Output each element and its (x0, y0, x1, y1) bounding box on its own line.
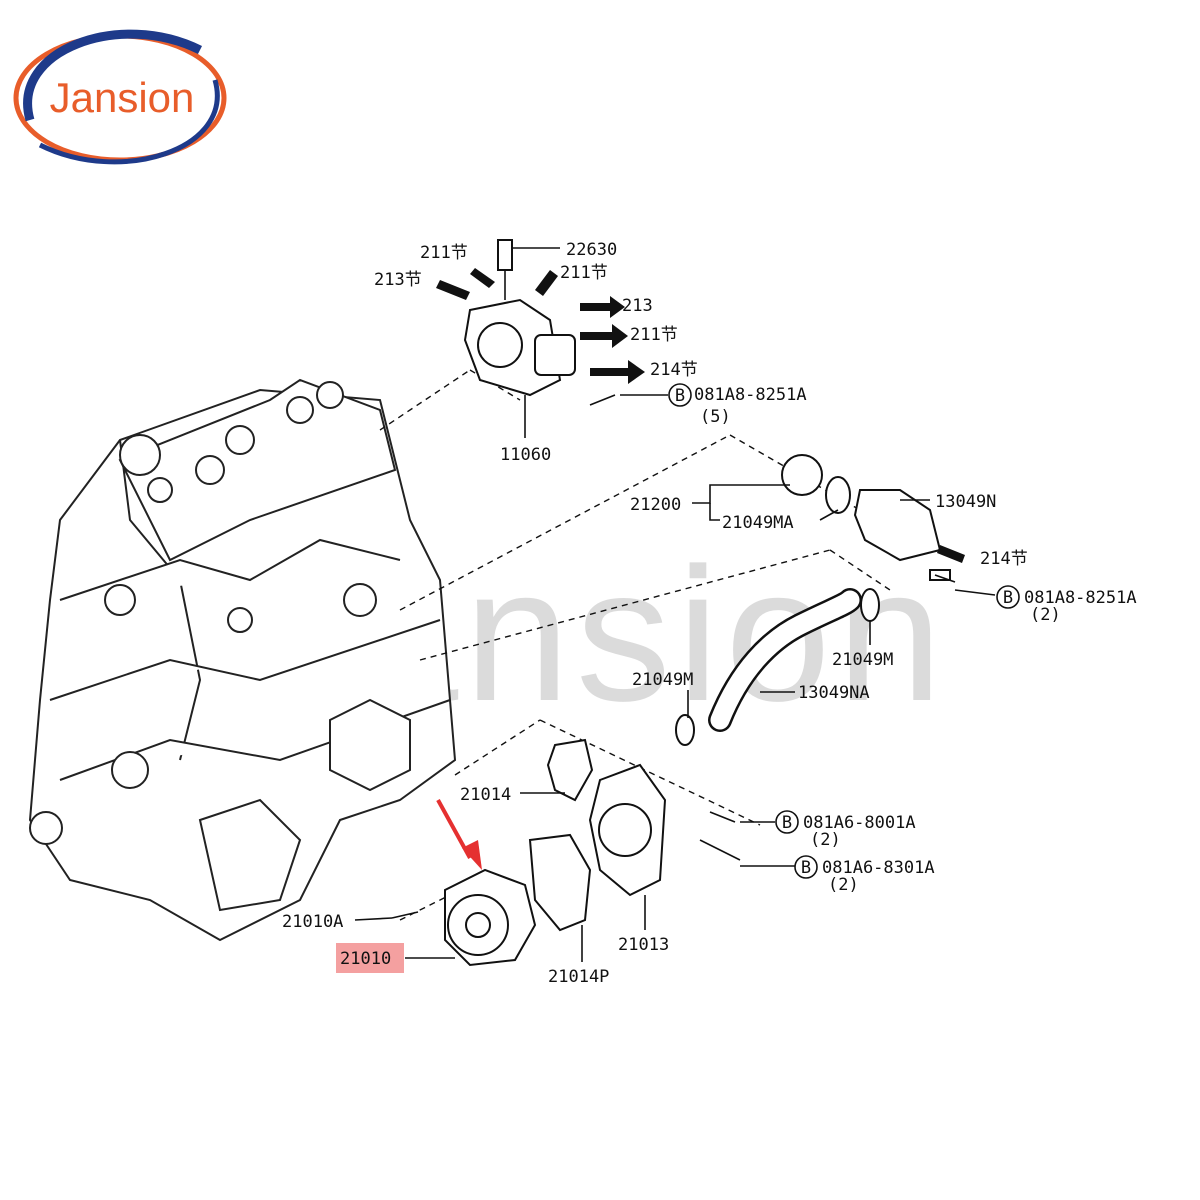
label-21010: 21010 (340, 949, 391, 969)
label-qty-2-b: (2) (810, 830, 841, 850)
pointer-arrow (436, 799, 482, 870)
bolt-symbol-2: B (1003, 588, 1013, 608)
label-21049MA: 21049MA (722, 513, 794, 533)
gasket-21014 (546, 738, 594, 802)
water-pump (444, 868, 537, 967)
callout-leaders (354, 247, 996, 962)
bolts (391, 394, 956, 919)
label-214-b: 214节 (980, 549, 1028, 569)
label-21049M-b: 21049M (632, 670, 693, 690)
highlight-21010 (336, 943, 404, 973)
logo-text: Jansion (50, 74, 195, 121)
label-213-b: 213 (622, 296, 653, 316)
label-qty-2-a: (2) (1030, 605, 1061, 625)
bolt-symbol-1: B (675, 386, 685, 406)
thermostat (781, 454, 851, 514)
label-21010A: 21010A (282, 912, 343, 932)
engine-block (28, 378, 457, 942)
label-21014: 21014 (460, 785, 511, 805)
water-inlet (853, 489, 951, 581)
label-qty-2-c: (2) (828, 875, 859, 895)
label-13049N: 13049N (935, 492, 996, 512)
label-211-a: 211节 (420, 243, 468, 263)
label-21049M-a: 21049M (832, 650, 893, 670)
label-11060: 11060 (500, 445, 551, 465)
label-213-a: 213节 (374, 270, 422, 290)
label-211-b: 211节 (560, 263, 608, 283)
label-21200: 21200 (630, 495, 681, 515)
label-21014P: 21014P (548, 967, 609, 987)
label-081A8-8251A-b: 081A8-8251A (1024, 588, 1137, 608)
label-081A6-8001A: 081A6-8001A (803, 813, 916, 833)
label-214-a: 214节 (650, 360, 698, 380)
water-outlet-housing (463, 239, 576, 397)
callout-labels: 211节 22630 213节 211节 213 211节 214节 081A8… (282, 240, 1137, 987)
label-qty-5: (5) (700, 407, 731, 427)
flow-arrows (436, 268, 965, 563)
label-211-c: 211节 (630, 325, 678, 345)
label-081A8-8251A-a: 081A8-8251A (694, 385, 807, 405)
water-hose (675, 588, 880, 746)
bolt-symbol-3: B (782, 813, 792, 833)
jansion-logo: Jansion (13, 29, 227, 165)
label-21013: 21013 (618, 935, 669, 955)
pump-housing (588, 763, 667, 897)
bolt-symbol-4: B (801, 858, 811, 878)
label-22630: 22630 (566, 240, 617, 260)
label-13049NA: 13049NA (798, 683, 870, 703)
bolt-symbols: B B B B (668, 383, 1020, 879)
gasket-21014P (528, 833, 592, 932)
label-081A6-8301A: 081A6-8301A (822, 858, 935, 878)
